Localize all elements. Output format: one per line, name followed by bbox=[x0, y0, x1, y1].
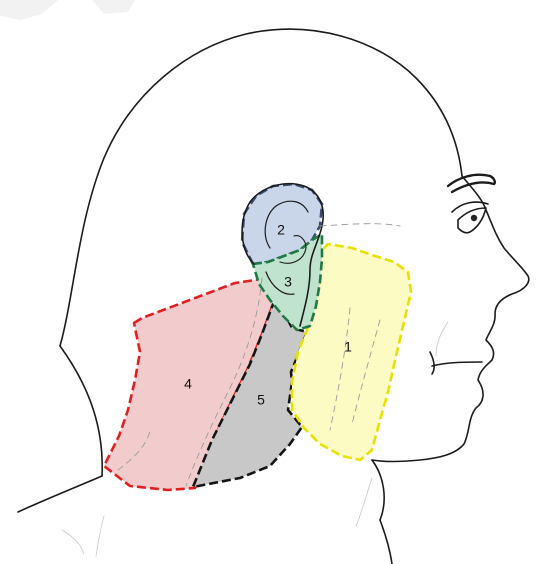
collar-line bbox=[356, 478, 372, 526]
region-3-label: 3 bbox=[284, 274, 292, 290]
jaw-outline bbox=[372, 460, 384, 520]
region-5-label: 5 bbox=[257, 392, 265, 408]
watermark bbox=[0, 0, 135, 20]
shoulder-outline bbox=[18, 476, 102, 512]
mouth bbox=[432, 362, 482, 366]
back-neck-outline bbox=[60, 346, 102, 476]
front-neck-outline bbox=[380, 520, 392, 564]
pupil bbox=[471, 215, 477, 221]
region-1-label: 1 bbox=[344, 339, 352, 355]
eyebrow bbox=[448, 175, 495, 192]
region-2-label: 2 bbox=[277, 222, 285, 238]
nasolabial-fold bbox=[436, 322, 448, 356]
sketch-line bbox=[320, 224, 400, 226]
mouth-corner bbox=[430, 352, 434, 374]
collar-line bbox=[96, 516, 104, 556]
region-4-label: 4 bbox=[184, 376, 192, 392]
collar-line bbox=[62, 530, 84, 554]
